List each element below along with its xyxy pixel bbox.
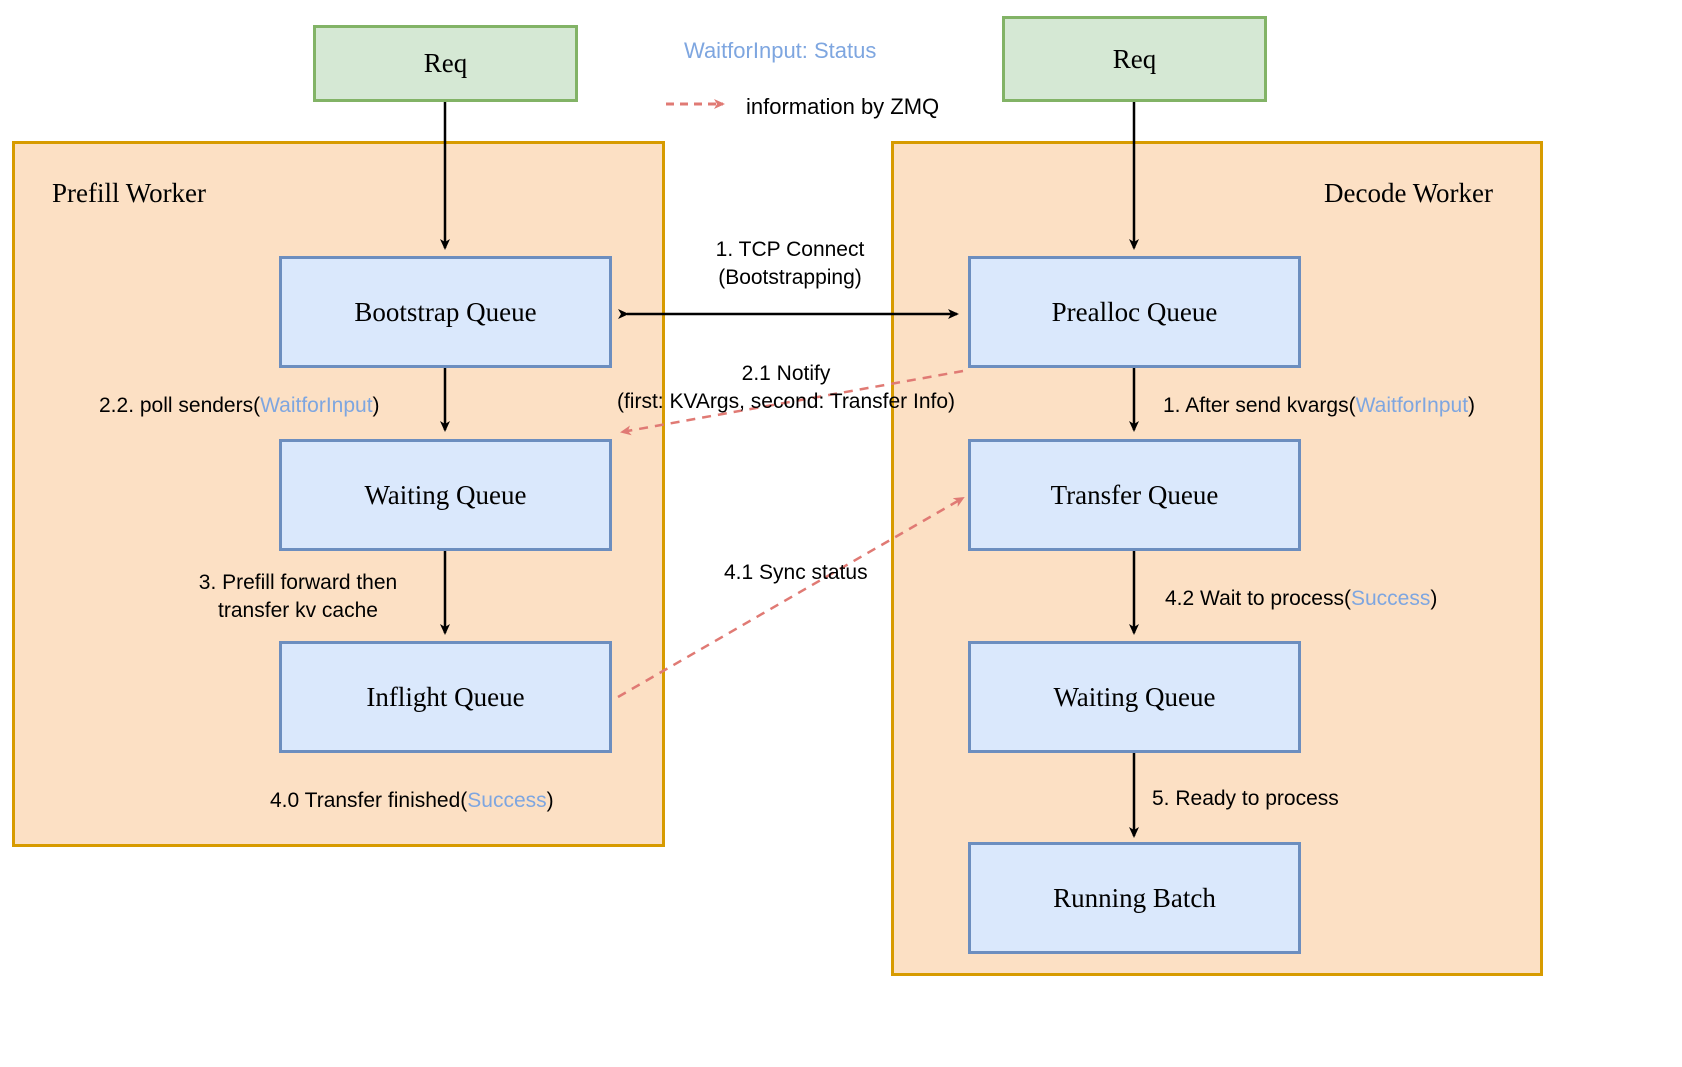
edge-label-wait-to-process-pre: 4.2 Wait to process( [1165, 587, 1351, 610]
edge-label-tcp-connect-line2: (Bootstrapping) [718, 266, 862, 289]
edge-label-ready-to-process-text: 5. Ready to process [1152, 787, 1339, 810]
node-prealloc-queue[interactable]: Prealloc Queue [968, 256, 1301, 368]
node-bootstrap-queue[interactable]: Bootstrap Queue [279, 256, 612, 368]
edge-label-after-send-kvargs: 1. After send kvargs(WaitforInput) [1163, 392, 1475, 420]
legend-status-note: WaitforInput: Status [684, 38, 877, 63]
edge-label-poll-senders-status: WaitforInput [260, 394, 373, 417]
edge-label-tcp-connect: 1. TCP Connect (Bootstrapping) [700, 236, 880, 292]
edge-label-after-send-kvargs-pre: 1. After send kvargs( [1163, 394, 1356, 417]
legend-zmq-note: information by ZMQ [746, 94, 940, 119]
edge-label-transfer-finished-post: ) [546, 789, 554, 812]
node-inflight-queue[interactable]: Inflight Queue [279, 641, 612, 753]
edge-label-poll-senders: 2.2. poll senders(WaitforInput) [99, 392, 380, 420]
edge-label-tcp-connect-line1: 1. TCP Connect [715, 238, 865, 261]
edge-label-after-send-kvargs-status: WaitforInput [1355, 394, 1469, 417]
edge-label-transfer-finished-pre: 4.0 Transfer finished( [270, 789, 468, 812]
edge-label-wait-to-process: 4.2 Wait to process(Success) [1165, 585, 1437, 613]
edge-label-prefill-forward: 3. Prefill forward then transfer kv cach… [133, 569, 463, 625]
edge-label-notify: 2.1 Notify (first: KVArgs, second: Trans… [596, 360, 976, 416]
edge-label-ready-to-process: 5. Ready to process [1152, 785, 1339, 813]
edge-label-prefill-forward-line2: transfer kv cache [218, 599, 378, 622]
edge-label-notify-line2: (first: KVArgs, second: Transfer Info) [616, 390, 956, 413]
node-running-batch[interactable]: Running Batch [968, 842, 1301, 954]
node-transfer-queue[interactable]: Transfer Queue [968, 439, 1301, 551]
node-waiting-queue-prefill[interactable]: Waiting Queue [279, 439, 612, 551]
node-waiting-queue-decode[interactable]: Waiting Queue [968, 641, 1301, 753]
edge-label-poll-senders-post: ) [372, 394, 380, 417]
edge-label-transfer-finished-status: Success [467, 789, 547, 812]
edge-label-wait-to-process-status: Success [1350, 587, 1431, 610]
edge-label-sync-status: 4.1 Sync status [724, 559, 868, 587]
edge-label-poll-senders-pre: 2.2. poll senders( [99, 394, 261, 417]
edge-label-after-send-kvargs-post: ) [1468, 394, 1476, 417]
edge-label-prefill-forward-line1: 3. Prefill forward then [198, 571, 398, 594]
edge-label-transfer-finished: 4.0 Transfer finished(Success) [270, 787, 554, 815]
panel-title-prefill: Prefill Worker [52, 178, 207, 208]
node-req-left[interactable]: Req [313, 25, 578, 102]
node-req-right[interactable]: Req [1002, 16, 1267, 102]
edge-label-sync-status-text: 4.1 Sync status [724, 561, 868, 584]
panel-title-decode: Decode Worker [1324, 178, 1494, 208]
edge-label-wait-to-process-post: ) [1430, 587, 1438, 610]
edge-label-notify-line1: 2.1 Notify [741, 362, 831, 385]
